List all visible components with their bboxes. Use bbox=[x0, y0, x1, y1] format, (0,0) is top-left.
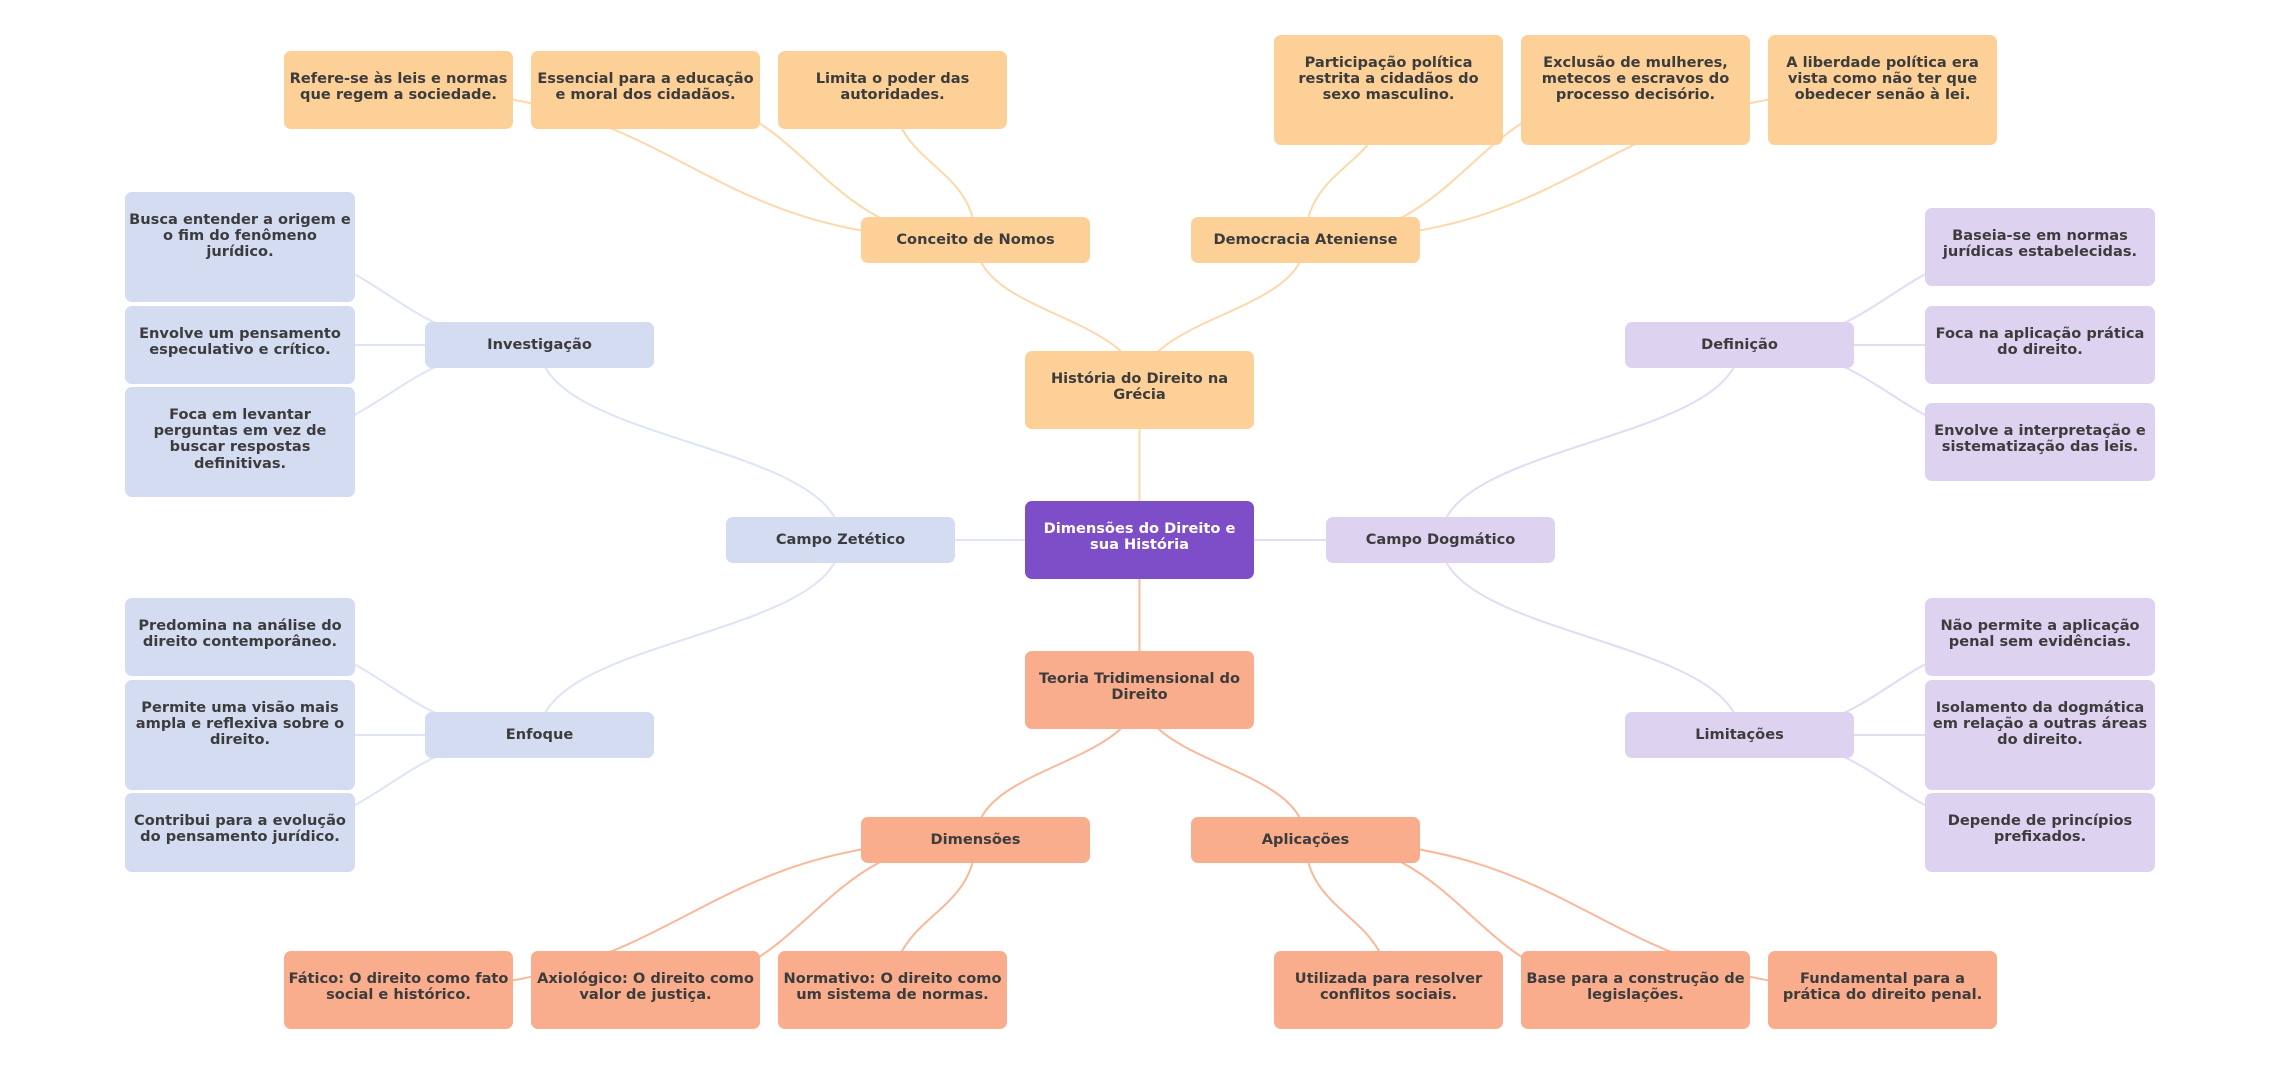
leaf-dimensoes-1[interactable]: Fático: O direito como fato social e his… bbox=[284, 951, 513, 1029]
node-label: Axiológico: O direito como valor de just… bbox=[537, 970, 754, 1004]
node-label: Participação política restrita a cidadão… bbox=[1298, 54, 1479, 104]
leaf-aplicacoes-1[interactable]: Utilizada para resolver conflitos sociai… bbox=[1274, 951, 1503, 1029]
leaf-democracia-1[interactable]: Participação política restrita a cidadão… bbox=[1274, 35, 1503, 145]
node-label: Refere-se às leis e normas que regem a s… bbox=[289, 70, 508, 104]
root-node[interactable]: Dimensões do Direito e sua História bbox=[1025, 501, 1254, 579]
leaf-nomos-2[interactable]: Essencial para a educação e moral dos ci… bbox=[531, 51, 760, 129]
leaf-definicao-3[interactable]: Envolve a interpretação e sistematização… bbox=[1925, 403, 2155, 481]
node-label: Contribui para a evolução do pensamento … bbox=[134, 812, 346, 846]
topic-enfoque[interactable]: Enfoque bbox=[425, 712, 654, 758]
branch-campo-zetetico[interactable]: Campo Zetético bbox=[726, 517, 955, 563]
leaf-enfoque-2[interactable]: Permite uma visão mais ampla e reflexiva… bbox=[125, 680, 355, 790]
node-label: Fundamental para a prática do direito pe… bbox=[1782, 970, 1983, 1004]
node-label: Predomina na análise do direito contempo… bbox=[138, 617, 342, 651]
leaf-dimensoes-2[interactable]: Axiológico: O direito como valor de just… bbox=[531, 951, 760, 1029]
node-label: Envolve a interpretação e sistematização… bbox=[1934, 422, 2146, 456]
leaf-democracia-2[interactable]: Exclusão de mulheres, metecos e escravos… bbox=[1521, 35, 1750, 145]
topic-definicao[interactable]: Definição bbox=[1625, 322, 1854, 368]
branch-campo-dogmatico[interactable]: Campo Dogmático bbox=[1326, 517, 1555, 563]
topic-limitacoes[interactable]: Limitações bbox=[1625, 712, 1854, 758]
node-label: Limita o poder das autoridades. bbox=[815, 70, 970, 104]
node-label: Investigação bbox=[487, 335, 592, 353]
node-label: Baseia-se em normas jurídicas estabeleci… bbox=[1942, 227, 2138, 261]
topic-democracia-ateniense[interactable]: Democracia Ateniense bbox=[1191, 217, 1420, 263]
leaf-democracia-3[interactable]: A liberdade política era vista como não … bbox=[1768, 35, 1997, 145]
node-label: Teoria Tridimensional do Direito bbox=[1038, 670, 1241, 704]
node-label: Foca na aplicação prática do direito. bbox=[1935, 325, 2145, 359]
topic-aplicacoes[interactable]: Aplicações bbox=[1191, 817, 1420, 863]
leaf-limitacoes-3[interactable]: Depende de princípios prefixados. bbox=[1925, 793, 2155, 872]
connector-dogmatico-definicao bbox=[1439, 344, 1741, 541]
topic-dimensoes[interactable]: Dimensões bbox=[861, 817, 1090, 863]
leaf-definicao-2[interactable]: Foca na aplicação prática do direito. bbox=[1925, 306, 2155, 384]
node-label: Não permite a aplicação penal sem evidên… bbox=[1940, 617, 2140, 651]
node-label: Campo Zetético bbox=[775, 530, 906, 548]
leaf-dimensoes-3[interactable]: Normativo: O direito como um sistema de … bbox=[778, 951, 1007, 1029]
leaf-limitacoes-1[interactable]: Não permite a aplicação penal sem evidên… bbox=[1925, 598, 2155, 676]
node-label: Dimensões bbox=[930, 830, 1021, 848]
leaf-investigacao-1[interactable]: Busca entender a origem e o fim do fenôm… bbox=[125, 192, 355, 302]
leaf-definicao-1[interactable]: Baseia-se em normas jurídicas estabeleci… bbox=[1925, 208, 2155, 286]
node-label: Aplicações bbox=[1261, 830, 1350, 848]
leaf-investigacao-2[interactable]: Envolve um pensamento especulativo e crí… bbox=[125, 306, 355, 384]
node-label: Permite uma visão mais ampla e reflexiva… bbox=[135, 699, 345, 749]
leaf-nomos-3[interactable]: Limita o poder das autoridades. bbox=[778, 51, 1007, 129]
connector-zetetico-enfoque bbox=[538, 539, 842, 736]
node-label: Essencial para a educação e moral dos ci… bbox=[537, 70, 754, 104]
node-label: Enfoque bbox=[505, 725, 574, 743]
topic-conceito-de-nomos[interactable]: Conceito de Nomos bbox=[861, 217, 1090, 263]
branch-teoria-tridimensional[interactable]: Teoria Tridimensional do Direito bbox=[1025, 651, 1254, 729]
node-label: Democracia Ateniense bbox=[1213, 230, 1398, 248]
node-label: A liberdade política era vista como não … bbox=[1786, 54, 1979, 104]
node-label: Utilizada para resolver conflitos sociai… bbox=[1294, 970, 1483, 1004]
leaf-aplicacoes-2[interactable]: Base para a construção de legislações. bbox=[1521, 951, 1750, 1029]
connector-dogmatico-limitacoes bbox=[1439, 539, 1741, 736]
topic-investigacao[interactable]: Investigação bbox=[425, 322, 654, 368]
node-label: Busca entender a origem e o fim do fenôm… bbox=[129, 211, 351, 261]
node-label: Exclusão de mulheres, metecos e escravos… bbox=[1541, 54, 1730, 104]
node-label: Definição bbox=[1701, 335, 1778, 353]
leaf-enfoque-1[interactable]: Predomina na análise do direito contempo… bbox=[125, 598, 355, 676]
connector-zetetico-investigacao bbox=[538, 344, 842, 541]
leaf-investigacao-3[interactable]: Foca em levantar perguntas em vez de bus… bbox=[125, 387, 355, 497]
leaf-aplicacoes-3[interactable]: Fundamental para a prática do direito pe… bbox=[1768, 951, 1997, 1029]
node-label: Limitações bbox=[1695, 725, 1784, 743]
node-label: Isolamento da dogmática em relação a out… bbox=[1932, 699, 2148, 749]
leaf-limitacoes-2[interactable]: Isolamento da dogmática em relação a out… bbox=[1925, 680, 2155, 790]
branch-historia[interactable]: História do Direito na Grécia bbox=[1025, 351, 1254, 429]
node-label: Depende de princípios prefixados. bbox=[1947, 812, 2133, 846]
node-label: Conceito de Nomos bbox=[896, 230, 1055, 248]
node-label: Base para a construção de legislações. bbox=[1526, 970, 1745, 1004]
node-label: Foca em levantar perguntas em vez de bus… bbox=[153, 406, 327, 472]
leaf-enfoque-3[interactable]: Contribui para a evolução do pensamento … bbox=[125, 793, 355, 872]
node-label: História do Direito na Grécia bbox=[1050, 370, 1229, 404]
node-label: Envolve um pensamento especulativo e crí… bbox=[139, 325, 341, 359]
node-label: Normativo: O direito como um sistema de … bbox=[783, 970, 1002, 1004]
leaf-nomos-1[interactable]: Refere-se às leis e normas que regem a s… bbox=[284, 51, 513, 129]
node-label: Fático: O direito como fato social e his… bbox=[288, 970, 509, 1004]
root-node-label: Dimensões do Direito e sua História bbox=[1043, 520, 1236, 554]
node-label: Campo Dogmático bbox=[1365, 530, 1516, 548]
